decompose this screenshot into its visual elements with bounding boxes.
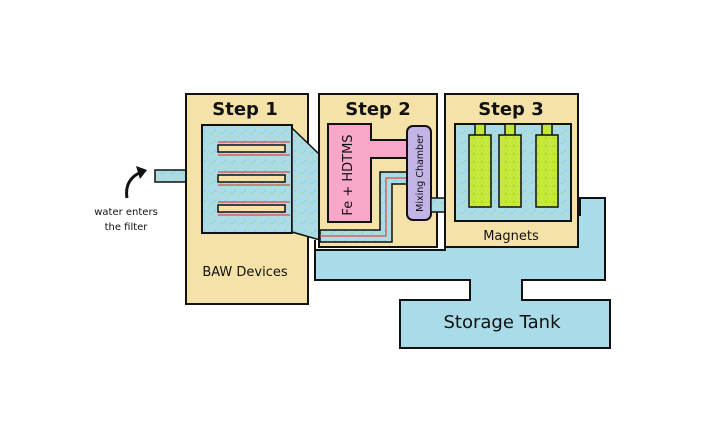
inlet-label-line2: the filter [105, 222, 149, 233]
step1-panel: Step 1 BAW Devices [185, 93, 321, 305]
step3-caption: Magnets [483, 229, 539, 244]
inlet-label-line1: water enters [94, 207, 158, 218]
step3-title: Step 3 [478, 99, 543, 120]
mixing-chamber-label: Mixing Chamber [415, 134, 426, 212]
magnets [468, 123, 559, 208]
storage-tank-label: Storage Tank [443, 312, 561, 333]
baw-plates [217, 144, 286, 213]
step1-caption: BAW Devices [202, 265, 288, 280]
mixing-flow-line [320, 177, 407, 237]
reagent-label: Fe + HDTMS [341, 134, 356, 215]
step2-panel: Step 2 Fe + HDTMS Mixing Chamber [318, 93, 460, 248]
baw-outlet [291, 126, 321, 241]
step2-title: Step 2 [345, 99, 410, 120]
step1-title: Step 1 [212, 99, 277, 120]
step3-panel: Step 3 Magnets [444, 93, 579, 248]
arrowhead-icon [136, 166, 147, 179]
mixing-chamber [406, 125, 432, 221]
